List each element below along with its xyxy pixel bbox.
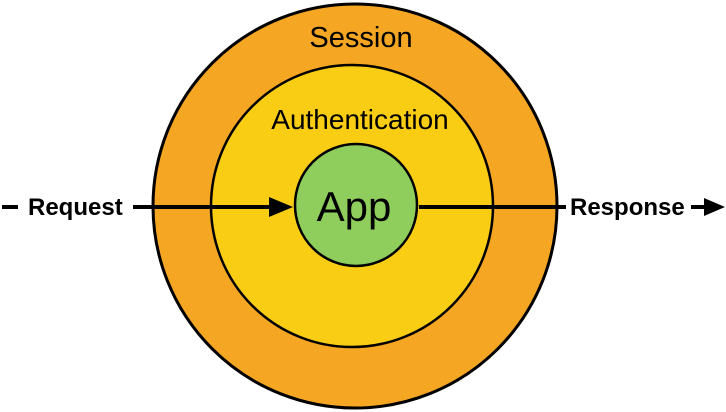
- app-core-label: App: [317, 183, 392, 230]
- response-arrowhead-icon: [704, 198, 725, 216]
- app-core-circle: [293, 142, 419, 268]
- authentication-layer-label: Authentication: [271, 104, 448, 135]
- request-flow-label: Request: [28, 194, 123, 221]
- request-arrowhead-icon: [269, 197, 293, 217]
- session-layer-label: Session: [309, 22, 412, 54]
- response-flow-label: Response: [570, 194, 685, 221]
